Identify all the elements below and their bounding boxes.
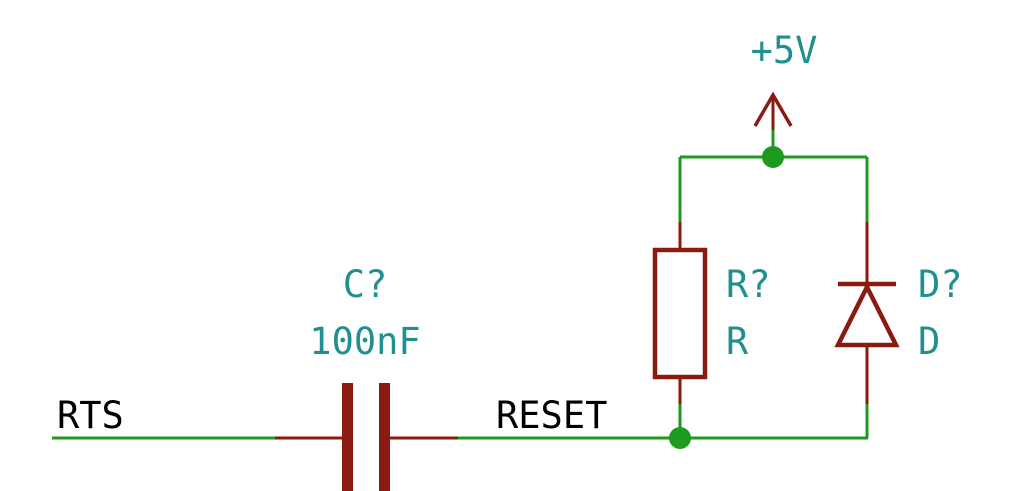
diode-symbol-icon xyxy=(834,222,900,404)
resistor-symbol-icon xyxy=(652,222,708,404)
diode-reference: D? xyxy=(918,263,963,306)
capacitor-symbol-icon xyxy=(275,383,458,491)
junction-top xyxy=(762,146,784,168)
capacitor-value: 100nF xyxy=(309,320,420,363)
resistor-value: R xyxy=(726,320,749,363)
diode-value: D xyxy=(918,320,940,363)
net-label-rts: RTS xyxy=(57,394,124,437)
junction-bottom xyxy=(669,427,691,449)
capacitor-reference: C? xyxy=(343,263,388,306)
power-arrow-up-icon xyxy=(753,91,793,130)
net-label-reset: RESET xyxy=(496,394,607,437)
resistor-reference: R? xyxy=(726,263,771,306)
power-label: +5V xyxy=(751,29,818,72)
